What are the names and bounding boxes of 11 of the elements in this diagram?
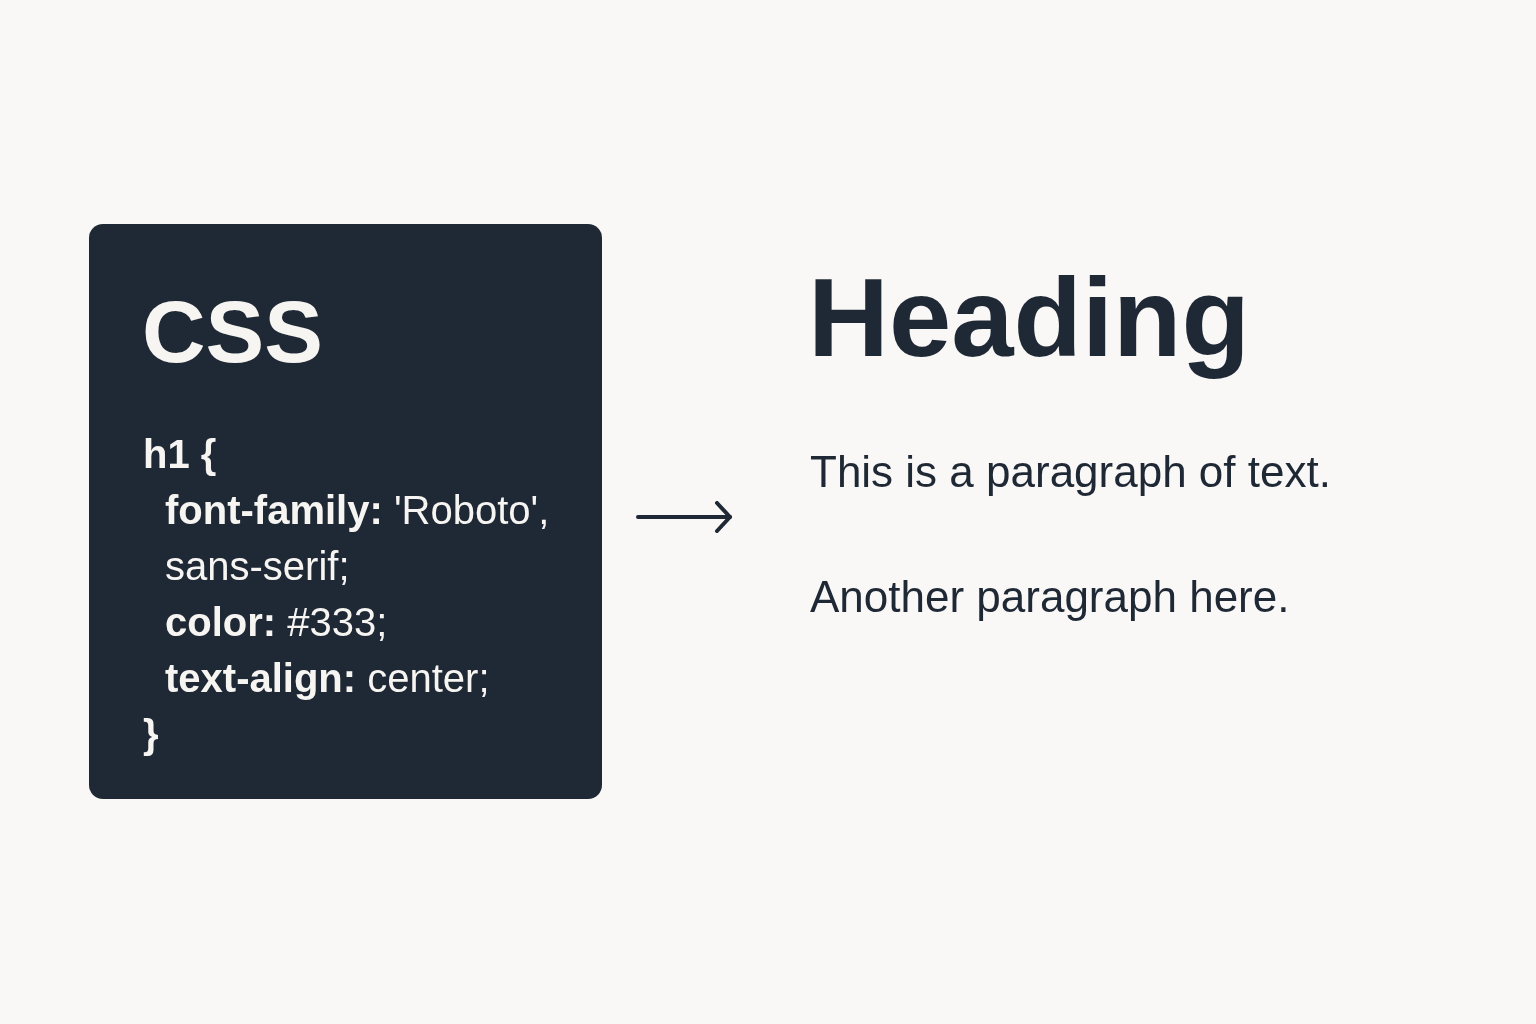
code-line: color: #333;: [165, 599, 388, 646]
panel-title: CSS: [142, 288, 323, 376]
code-line: font-family: 'Roboto', sans-serif;: [165, 487, 551, 590]
code-line: h1 {: [143, 431, 217, 478]
code-panel: [89, 224, 602, 799]
paragraph-text: This is a paragraph of text.: [810, 446, 1331, 498]
arrow: [636, 501, 732, 533]
paragraph-text: Another paragraph here.: [810, 571, 1290, 623]
heading-text: Heading: [808, 254, 1250, 382]
code-line: text-align: center;: [165, 655, 490, 702]
code-line: }: [143, 711, 159, 758]
